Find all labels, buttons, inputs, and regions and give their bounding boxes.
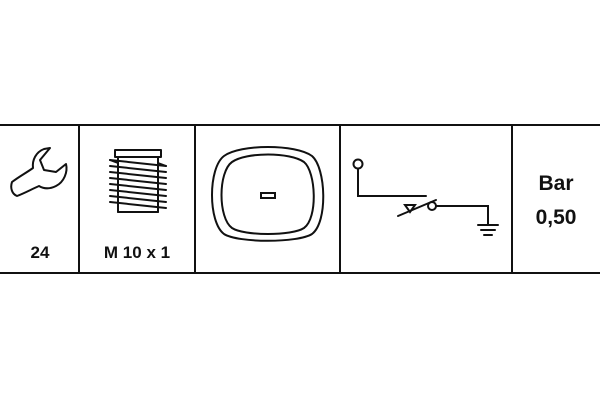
wrench-cell: 24 <box>10 147 68 262</box>
thread-cell: M 10 x 1 <box>104 149 170 262</box>
connector-plug-icon <box>211 146 325 242</box>
pressure-cell: Bar 0,50 <box>536 172 577 229</box>
wrench-icon <box>10 147 68 197</box>
circuit-cell <box>352 158 499 236</box>
wrench-size-label: 24 <box>31 243 50 262</box>
pressure-value: 0,50 <box>536 206 577 229</box>
thread-bolt-icon <box>109 149 167 213</box>
connector-cell <box>211 146 325 242</box>
switch-ground-circuit-icon <box>352 158 499 236</box>
thread-size-label: M 10 x 1 <box>104 243 170 262</box>
pressure-unit: Bar <box>538 172 573 195</box>
table-frame <box>0 124 600 274</box>
